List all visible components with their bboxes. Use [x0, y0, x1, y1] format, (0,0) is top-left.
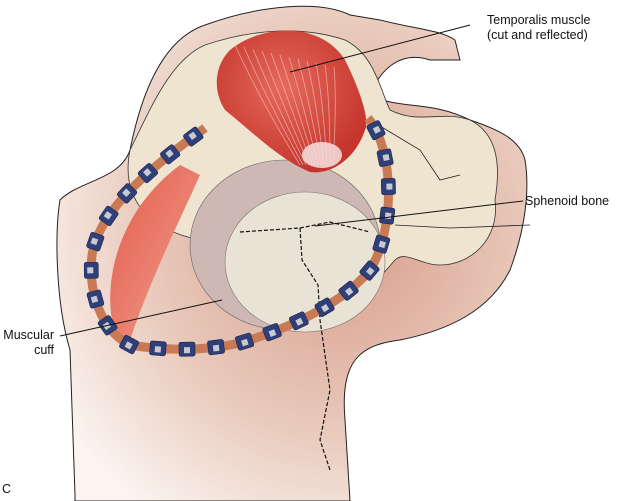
sphenoid-bone-surface [224, 191, 386, 333]
scalp-clip [117, 183, 138, 204]
leader-sphenoid [314, 200, 524, 227]
muscle-fiber [261, 50, 310, 166]
muscle-fiber [252, 48, 307, 166]
muscle-fiber [243, 46, 304, 166]
scalp-clip [366, 120, 386, 141]
scalp-clip [235, 332, 255, 351]
muscle-fiber [234, 44, 301, 166]
scalp-clip [86, 289, 105, 309]
scalp-clip [338, 280, 359, 301]
scalp-clip [379, 206, 396, 225]
label-temporalis-line1: Temporalis muscle [487, 13, 591, 27]
scalp-clip [183, 126, 204, 147]
scalp-clip [359, 260, 380, 281]
scalp-clips [83, 120, 396, 357]
scalp-clip [262, 323, 282, 342]
scalp-clip [86, 232, 105, 252]
scalp-clip [380, 178, 396, 196]
scalp-clip [289, 311, 309, 331]
label-temporalis-line2: (cut and reflected) [487, 28, 588, 42]
label-temporalis: Temporalis muscle (cut and reflected) [487, 13, 591, 43]
temporalis-muscle [216, 30, 367, 173]
bone-fissure [239, 221, 371, 471]
sutures [369, 119, 531, 229]
label-cuff-line2: cuff [34, 343, 54, 357]
scalp-clip [98, 205, 119, 227]
scalp-clip [137, 163, 159, 184]
scalp-clip [207, 339, 225, 356]
scalp-clip [178, 341, 196, 357]
scalp-clip [119, 335, 140, 355]
scalp-clip [83, 261, 99, 279]
scalp-clip [314, 297, 335, 317]
leader-temporalis [289, 24, 471, 73]
scalp-clip [376, 148, 394, 167]
label-cuff-line1: Muscular [3, 328, 54, 342]
scalp-clip [149, 340, 167, 357]
panel-letter: C [2, 482, 12, 496]
label-muscular-cuff: Muscular cuff [0, 328, 54, 358]
scalp-clip [372, 234, 391, 254]
label-sphenoid: Sphenoid bone [525, 194, 610, 208]
leader-cuff [59, 299, 223, 337]
muscular-cuff-tissue [110, 165, 200, 340]
scalp-clip [160, 144, 181, 165]
muscle-tendon [302, 142, 342, 168]
